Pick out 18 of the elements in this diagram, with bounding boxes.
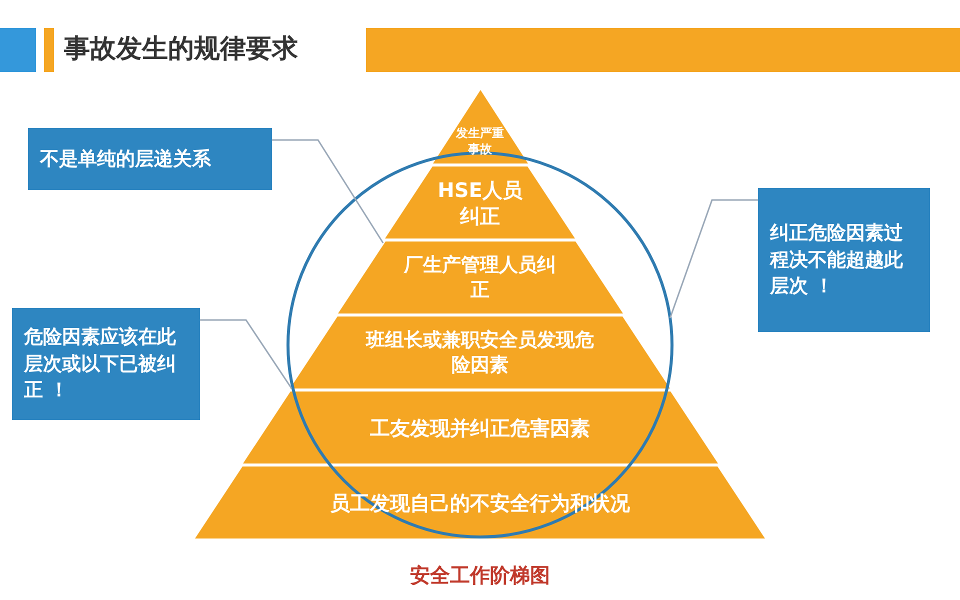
level-text: HSE人员纠正 xyxy=(436,176,524,230)
level-text: 班组长或兼职安全员发现危险因素 xyxy=(365,328,595,378)
callout-box: 不是单纯的层递关系 xyxy=(28,128,272,190)
pyramid-level xyxy=(338,240,622,315)
pyramid-level xyxy=(290,315,670,390)
caption: 安全工作阶梯图 xyxy=(409,562,551,589)
pyramid-level xyxy=(242,390,718,465)
leader-line xyxy=(200,319,292,388)
level-text: 员工发现自己的不安全行为和状况 xyxy=(329,490,631,516)
title: 事故发生的规律要求 xyxy=(64,33,298,66)
leader-line xyxy=(272,139,384,244)
pyramid-level xyxy=(432,90,528,165)
level-text: 工友发现并纠正危害因素 xyxy=(369,414,591,442)
callout-box: 纠正危险因素过程决不能超越此层次 ！ xyxy=(758,188,930,332)
leader-line xyxy=(669,199,758,318)
callout-box: 危险因素应该在此层次或以下已被纠正 ！ xyxy=(12,308,200,420)
level-text: 厂生产管理人员纠正 xyxy=(402,252,557,302)
pyramid-level xyxy=(195,465,765,540)
